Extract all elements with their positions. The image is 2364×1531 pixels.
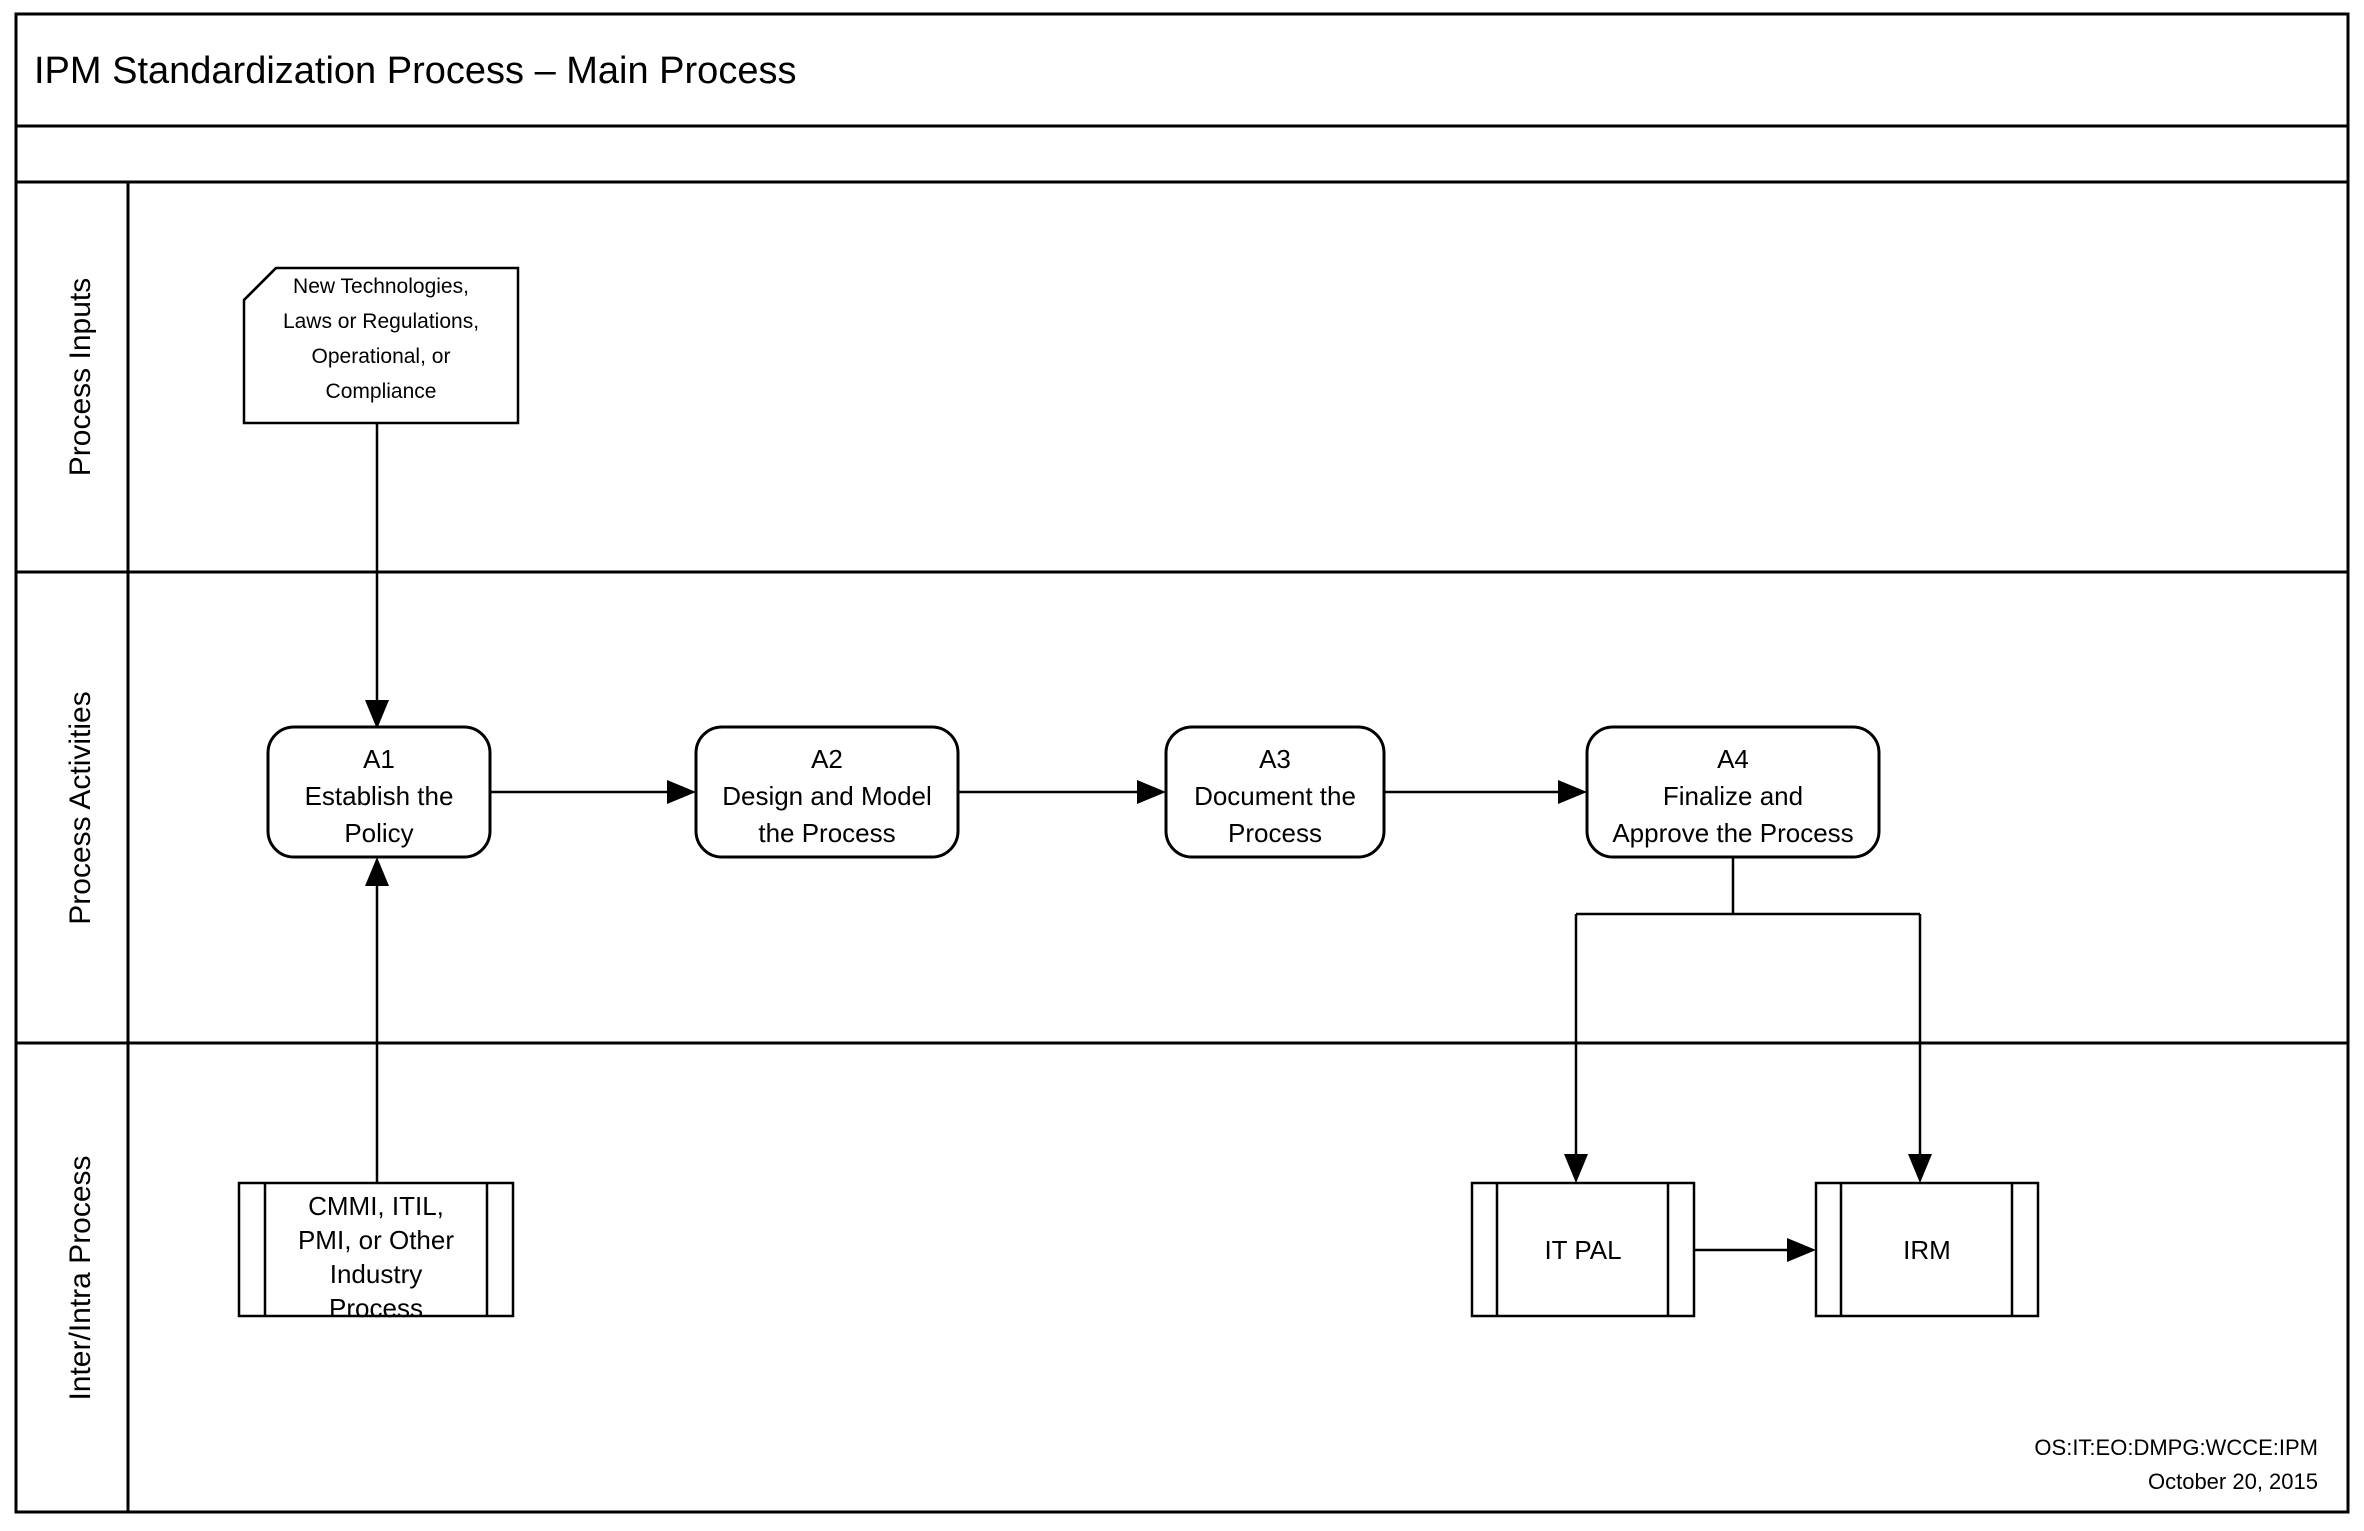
arrowhead-right-icon: [1787, 1238, 1816, 1262]
arrowhead-down-icon-it-pal: [1564, 1154, 1588, 1183]
document-line-1: New Technologies,: [293, 275, 469, 298]
activity-node-a1[interactable]: A1 Establish the Policy: [266, 725, 492, 859]
connector-a1-to-a2: [490, 780, 696, 804]
lane-label-process-inputs: Process Inputs: [64, 278, 97, 476]
activity-code-a3: A3: [1259, 744, 1291, 774]
diagram-outer-frame: [14, 12, 2350, 1514]
subprocess-line-3: Industry: [330, 1259, 423, 1289]
subprocess-box-industry-process: [237, 1181, 515, 1318]
arrowhead-right-icon: [1137, 780, 1166, 804]
connector-a4-fork: [1564, 857, 1932, 1183]
connector-fork-path: [1574, 857, 1922, 1163]
subprocess-box-irm: [1814, 1181, 2040, 1318]
footer-date: October 20, 2015: [2148, 1469, 2318, 1494]
activity-line-a2-2: the Process: [758, 818, 895, 848]
page-title: IPM Standardization Process – Main Proce…: [34, 50, 796, 92]
arrowhead-up-icon: [365, 857, 389, 886]
subprocess-box-it-pal: [1470, 1181, 1696, 1318]
arrowhead-down-icon-irm: [1908, 1154, 1932, 1183]
subprocess-line-4: Process: [329, 1293, 423, 1323]
subprocess-line-2: PMI, or Other: [298, 1225, 454, 1255]
document-line-4: Compliance: [326, 380, 437, 403]
activity-line-a2-1: Design and Model: [722, 781, 932, 811]
activity-line-a1-1: Establish the: [305, 781, 454, 811]
subprocess-line-1: CMMI, ITIL,: [308, 1191, 444, 1221]
connector-a3-to-a4: [1384, 780, 1587, 804]
subprocess-label-it-pal: IT PAL: [1544, 1235, 1621, 1265]
activity-code-a2: A2: [811, 744, 843, 774]
subprocess-label-irm: IRM: [1903, 1235, 1951, 1265]
activity-line-a1-2: Policy: [344, 818, 413, 848]
lane-label-process-activities: Process Activities: [64, 691, 97, 924]
document-fold-line: [243, 267, 277, 301]
connector-it-pal-to-irm: [1694, 1238, 1816, 1262]
connector-a2-to-a3: [958, 780, 1166, 804]
subprocess-node-it-pal[interactable]: IT PAL: [1470, 1181, 1696, 1318]
arrowhead-right-icon: [667, 780, 696, 804]
subprocess-node-industry-process[interactable]: CMMI, ITIL, PMI, or Other Industry Proce…: [237, 1181, 515, 1323]
subprocess-node-irm[interactable]: IRM: [1814, 1181, 2040, 1318]
document-line-2: Laws or Regulations,: [283, 310, 479, 333]
input-document-node[interactable]: New Technologies, Laws or Regulations, O…: [242, 266, 520, 425]
arrowhead-down-icon: [365, 700, 389, 729]
lane-label-inter-intra-process: Inter/Intra Process: [64, 1155, 97, 1400]
activity-node-a2[interactable]: A2 Design and Model the Process: [694, 725, 960, 859]
connector-industry-to-a1: [365, 857, 389, 1183]
footer-org: OS:IT:EO:DMPG:WCCE:IPM: [2034, 1435, 2318, 1460]
activity-node-a3[interactable]: A3 Document the Process: [1164, 725, 1386, 859]
activity-node-a4[interactable]: A4 Finalize and Approve the Process: [1585, 725, 1881, 859]
activity-line-a3-1: Document the: [1194, 781, 1356, 811]
connector-document-to-a1: [365, 423, 389, 729]
arrowhead-right-icon: [1558, 780, 1587, 804]
activity-code-a1: A1: [363, 744, 395, 774]
document-line-3: Operational, or: [312, 345, 451, 368]
activity-line-a4-1: Finalize and: [1663, 781, 1803, 811]
activity-line-a3-2: Process: [1228, 818, 1322, 848]
activity-line-a4-2: Approve the Process: [1612, 818, 1853, 848]
activity-code-a4: A4: [1717, 744, 1749, 774]
